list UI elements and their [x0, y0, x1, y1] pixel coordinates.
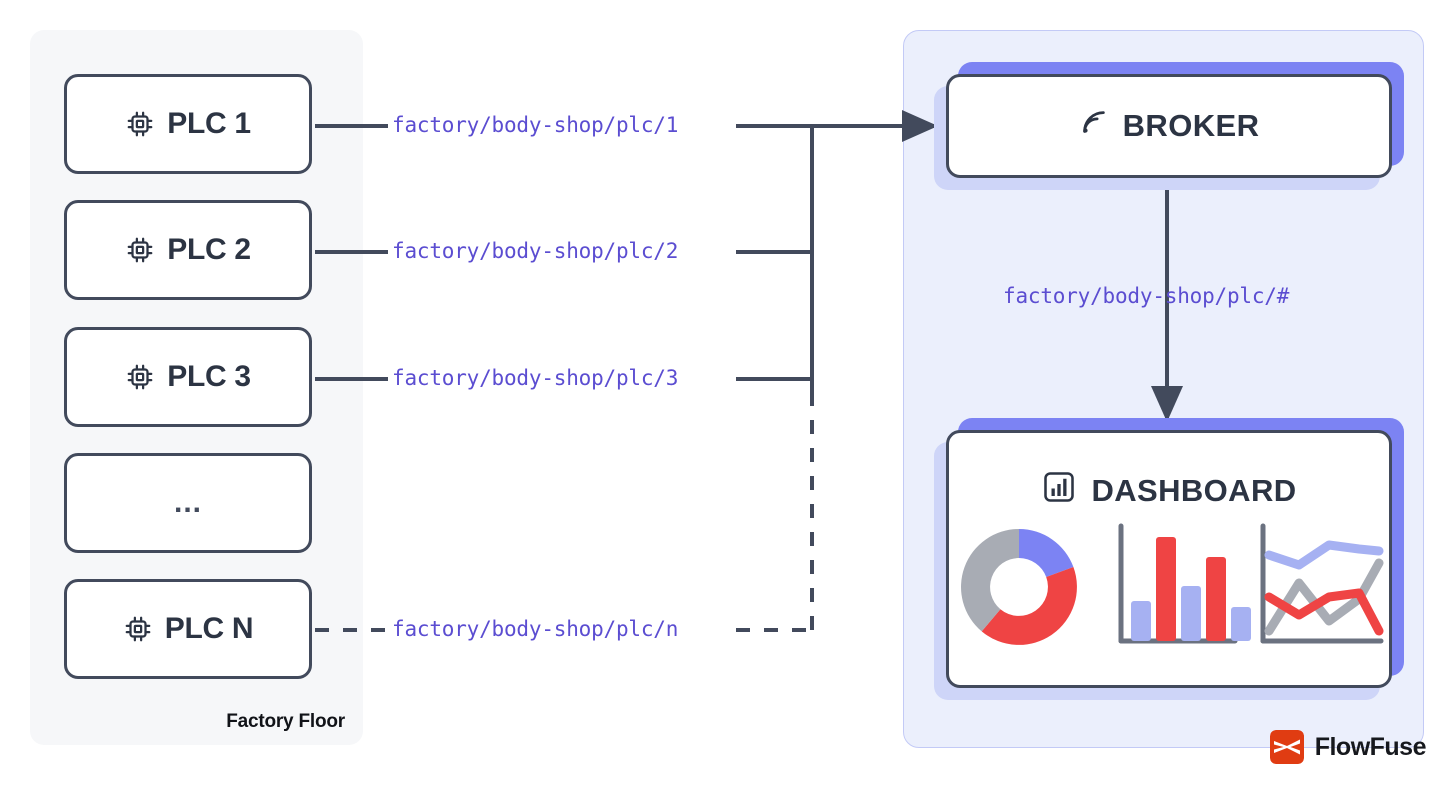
plc-node-1[interactable]: PLC 1 — [64, 74, 312, 174]
chip-icon — [125, 109, 155, 139]
line-series-gray — [1264, 558, 1384, 636]
dashboard-label: DASHBOARD — [1091, 473, 1297, 508]
factory-floor-label: Factory Floor — [226, 711, 345, 732]
flowfuse-brand: FlowFuse — [1269, 730, 1427, 764]
dashboard-mini-charts — [961, 523, 1384, 645]
plc-node-n[interactable]: PLC N — [64, 579, 312, 679]
bar-4 — [1206, 557, 1226, 641]
chip-icon — [125, 362, 155, 392]
bar-1 — [1131, 601, 1151, 641]
bar-5 — [1231, 607, 1251, 641]
line-series-red — [1264, 588, 1384, 636]
plc-node-2[interactable]: PLC 2 — [64, 200, 312, 300]
dashboard-node[interactable]: DASHBOARD — [934, 418, 1404, 700]
broker-label: BROKER — [1122, 108, 1260, 143]
plc-node-label: PLC 1 — [167, 107, 251, 140]
chip-icon — [123, 614, 153, 644]
broker-node[interactable]: BROKER — [934, 62, 1404, 190]
topic-label-plc2: factory/body-shop/plc/2 — [392, 239, 679, 263]
plc-node-ellipsis: ... — [64, 453, 312, 553]
topic-label-subscribe: factory/body-shop/plc/# — [1003, 284, 1290, 308]
plc-node-3[interactable]: PLC 3 — [64, 327, 312, 427]
bar-chart-box-icon — [1041, 469, 1077, 513]
bar-3 — [1181, 586, 1201, 641]
plc-node-label: PLC N — [164, 612, 254, 645]
topic-label-plc3: factory/body-shop/plc/3 — [392, 366, 679, 390]
mini-donut-chart — [961, 529, 1077, 645]
chip-icon — [125, 235, 155, 265]
line-series-blue — [1264, 540, 1384, 570]
topic-label-plcn: factory/body-shop/plc/n — [392, 617, 679, 641]
donut-slice-red — [981, 567, 1077, 645]
donut-slice-blue — [1019, 529, 1074, 577]
bar-2 — [1156, 537, 1176, 641]
mini-bar-chart — [1118, 523, 1251, 644]
flowfuse-logo-icon — [1269, 730, 1304, 764]
plc-node-label: PLC 3 — [167, 360, 251, 393]
donut-slice-gray — [961, 529, 1019, 632]
mini-line-chart — [1260, 523, 1384, 644]
rss-broadcast-icon — [1079, 107, 1109, 145]
plc-node-label: PLC 2 — [167, 233, 251, 266]
flowfuse-brand-name: FlowFuse — [1314, 732, 1427, 761]
topic-label-plc1: factory/body-shop/plc/1 — [392, 113, 679, 137]
